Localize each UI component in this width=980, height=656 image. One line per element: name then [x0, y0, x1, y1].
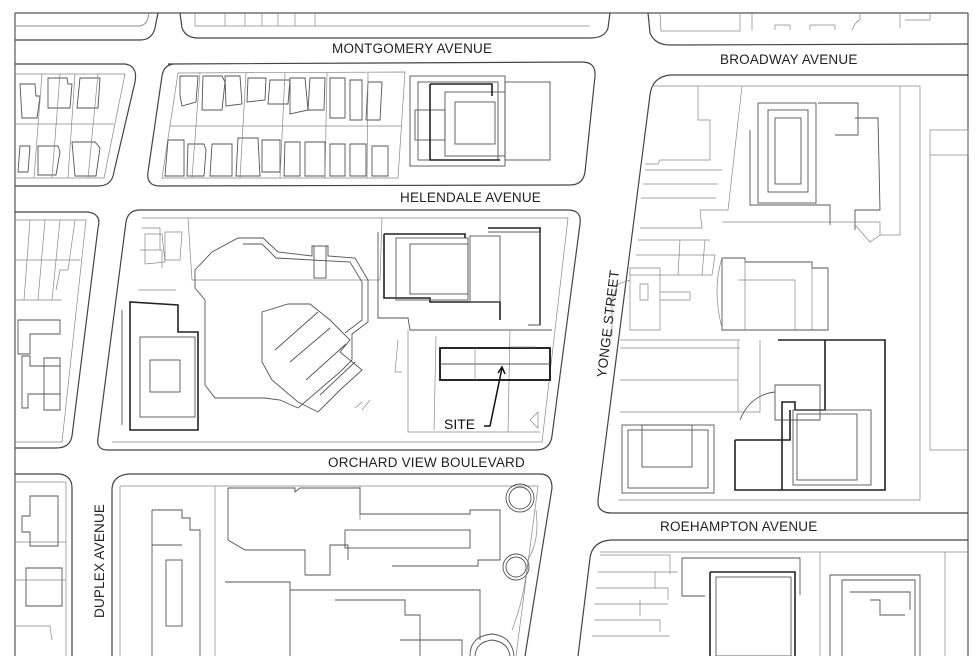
street-label-yonge: YONGE STREET	[594, 269, 622, 378]
block-top-center	[179, 12, 611, 39]
block-west-middle	[15, 211, 100, 449]
block-top-left	[15, 12, 159, 41]
street-label-orchard-view: ORCHARD VIEW BOULEVARD	[328, 455, 525, 470]
block-montgomery-center	[147, 61, 596, 187]
street-labels: MONTGOMERY AVENUE BROADWAY AVENUE HELEND…	[92, 41, 858, 618]
site-leader-arrow	[484, 367, 503, 427]
site-outline	[439, 346, 551, 381]
street-label-montgomery: MONTGOMERY AVENUE	[332, 41, 492, 56]
block-montgomery-west	[15, 63, 137, 187]
block-west-south	[15, 473, 73, 656]
street-label-duplex: DUPLEX AVENUE	[92, 504, 107, 618]
block-south-east	[577, 539, 968, 656]
block-site	[97, 209, 581, 451]
street-label-helendale: HELENDALE AVENUE	[400, 190, 541, 205]
street-label-broadway: BROADWAY AVENUE	[720, 52, 858, 67]
site-label: SITE	[444, 416, 475, 432]
block-top-right	[647, 12, 969, 46]
block-south-center	[111, 473, 553, 656]
map-frame	[14, 12, 969, 656]
block-broadway-yonge-east	[597, 74, 969, 514]
street-label-roehampton: ROEHAMPTON AVENUE	[660, 519, 817, 534]
